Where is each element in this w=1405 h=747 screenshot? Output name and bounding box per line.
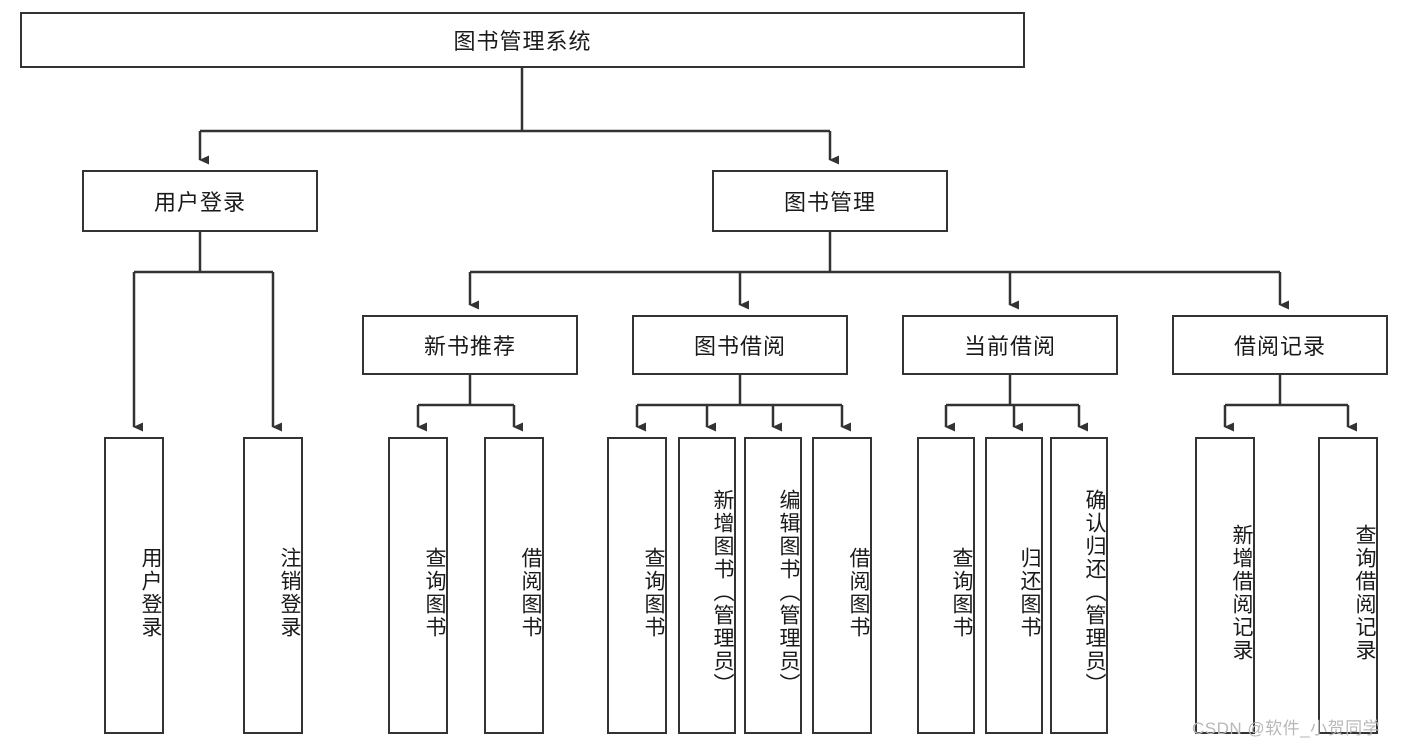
leaf-user-login-signout[interactable]: 注销登录 [243,437,303,734]
node-label: 查询图书 [423,546,446,639]
leaf-new-book-borrow[interactable]: 借阅图书 [484,437,544,734]
node-borrow-record[interactable]: 借阅记录 [1172,315,1388,375]
leaf-book-borrow-query[interactable]: 查询图书 [607,437,667,734]
node-book-borrow[interactable]: 图书借阅 [632,315,848,375]
node-current-borrow[interactable]: 当前借阅 [902,315,1118,375]
node-label: 用户登录 [139,546,162,639]
node-label: 新增图书（管理员） [711,489,734,696]
node-label: 借阅记录 [1233,334,1326,359]
leaf-borrow-record-add[interactable]: 新增借阅记录 [1195,437,1255,734]
leaf-current-borrow-query[interactable]: 查询图书 [917,437,975,734]
leaf-book-borrow-borrow[interactable]: 借阅图书 [812,437,872,734]
node-label: 图书借阅 [693,334,786,359]
node-user-login[interactable]: 用户登录 [82,170,318,232]
node-label: 归还图书 [1018,546,1041,639]
leaf-book-borrow-edit-admin[interactable]: 编辑图书（管理员） [744,437,802,734]
node-label: 用户登录 [153,190,246,215]
node-label: 查询借阅记录 [1353,523,1376,662]
node-label: 新书推荐 [423,334,516,359]
node-book-management[interactable]: 图书管理 [712,170,948,232]
node-label: 借阅图书 [847,546,870,639]
node-label: 编辑图书（管理员） [777,489,800,696]
leaf-new-book-query[interactable]: 查询图书 [388,437,448,734]
node-label: 注销登录 [278,546,301,639]
node-label: 图书管理 [783,190,876,215]
node-label: 确认归还（管理员） [1083,489,1106,696]
leaf-borrow-record-query[interactable]: 查询借阅记录 [1318,437,1378,734]
leaf-user-login-signin[interactable]: 用户登录 [104,437,164,734]
node-label: 当前借阅 [963,334,1056,359]
node-root-book-management-system[interactable]: 图书管理系统 [20,12,1025,68]
csdn-watermark: CSDN @软件_小贺同学 [1192,719,1381,738]
leaf-current-borrow-confirm-return-admin[interactable]: 确认归还（管理员） [1050,437,1108,734]
node-label: 查询图书 [950,546,973,639]
leaf-current-borrow-return[interactable]: 归还图书 [985,437,1043,734]
node-new-book-recommend[interactable]: 新书推荐 [362,315,578,375]
node-label: 新增借阅记录 [1230,523,1253,662]
leaf-book-borrow-add-admin[interactable]: 新增图书（管理员） [678,437,736,734]
node-label: 图书管理系统 [453,29,592,54]
node-label: 借阅图书 [519,546,542,639]
node-label: 查询图书 [642,546,665,639]
